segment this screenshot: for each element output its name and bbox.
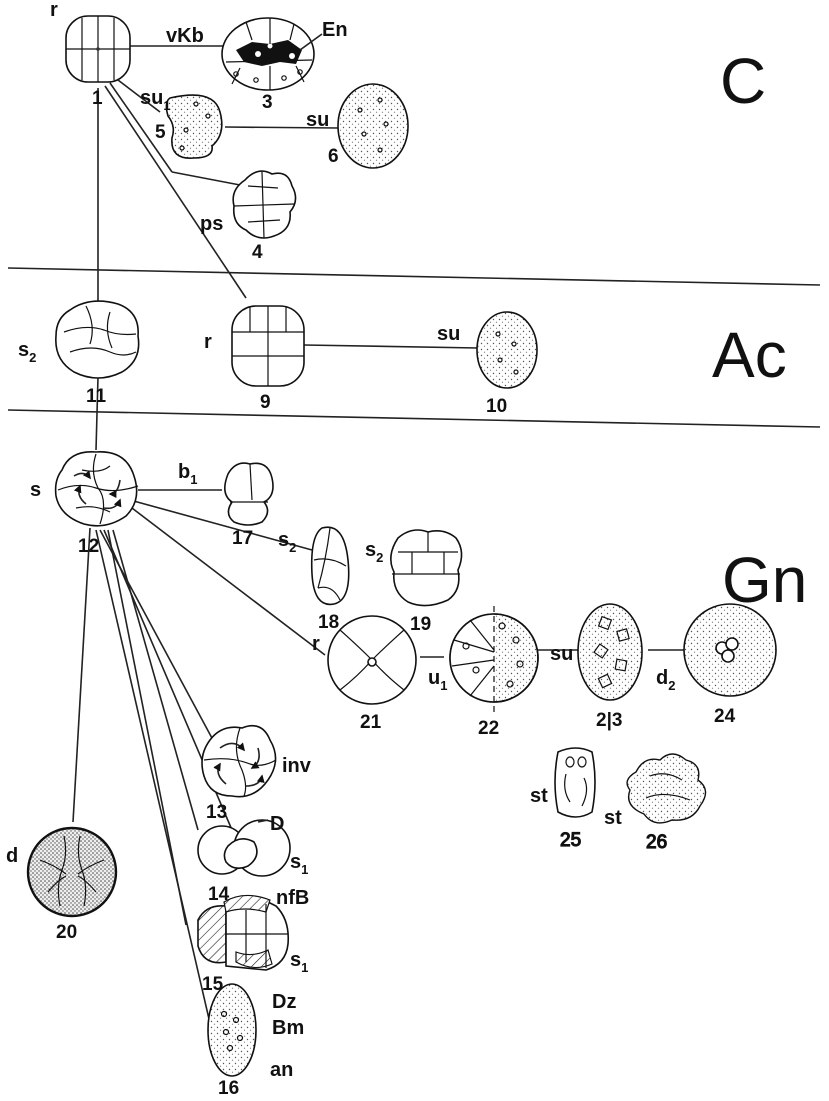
label-s1-15: s1 [290, 949, 308, 975]
label-en: En [322, 19, 348, 41]
figure-number-23: 2|3 [596, 710, 622, 731]
figure-number-13: 13 [206, 802, 227, 823]
figure-11-spiral-embryo [56, 301, 139, 378]
label-st-25: st [530, 785, 548, 807]
figure-15-hatched-embryo [198, 895, 288, 970]
figure-19-layered-embryo [391, 530, 462, 606]
figure-number-22: 22 [478, 718, 499, 739]
label-su-6: su [306, 109, 329, 131]
figure-number-16: 16 [218, 1078, 239, 1099]
figure-number-20: 20 [56, 922, 77, 943]
figure-number-9: 9 [260, 392, 271, 413]
label-bm: Bm [272, 1017, 304, 1039]
label-su-23: su [550, 643, 573, 665]
figure-5-bean-shaped-embryo [166, 95, 221, 158]
figure-17-bilateral-embryo [225, 463, 273, 525]
figure-26-irregular-embryo [627, 754, 705, 823]
figure-21-four-cell-embryo [328, 616, 416, 704]
figure-23-oval-embryo-with-cells [578, 604, 642, 700]
figure-22-half-sectioned-embryo [450, 606, 538, 712]
label-st-26: st [604, 807, 622, 829]
label-vkb: vKb [166, 25, 204, 47]
figure-number-3: 3 [262, 92, 273, 113]
label-an: an [270, 1059, 293, 1081]
figure-20-dark-circle-embryo [28, 828, 116, 916]
figure-number-6: 6 [328, 146, 339, 167]
section-label-c: C [720, 45, 766, 117]
divider-ac-gn [8, 410, 820, 427]
label-d-20: d [6, 845, 18, 867]
divider-c-ac [8, 268, 820, 285]
figure-3-sectioned-embryo [222, 18, 322, 90]
figure-9-radial-embryo [232, 306, 304, 386]
label-d2: d2 [656, 667, 675, 693]
figure-4-pseudosymmetric-embryo [233, 171, 295, 238]
figure-number-18: 18 [318, 612, 339, 633]
figure-numbers: 1 3 5 6 4 11 9 10 12 17 18 19 21 22 2|3 … [56, 88, 736, 1099]
figure-number-24: 24 [714, 706, 736, 727]
figure-number-25: 25 [560, 830, 581, 851]
label-u1: u1 [428, 667, 447, 693]
label-r-1: r [50, 0, 58, 21]
figure-25-stereoblastula-embryo [555, 748, 595, 817]
figure-16-oval-embryo [208, 984, 256, 1076]
label-s-12: s [30, 479, 41, 501]
figure-number-26: 26 [646, 832, 667, 853]
figure-6-oval-embryo [338, 84, 408, 168]
figure-12-spiral-cleavage-embryo [56, 452, 138, 526]
figure-number-11: 11 [86, 386, 107, 407]
figure-18-elongated-embryo [312, 527, 349, 604]
figure-10-oval-embryo [477, 312, 537, 388]
label-r-21: r [312, 633, 320, 655]
label-s2-18: s2 [278, 529, 296, 555]
section-label-ac: Ac [712, 319, 787, 391]
label-inv: inv [282, 755, 312, 777]
figure-number-19: 19 [410, 614, 431, 635]
figure-number-5: 5 [155, 122, 166, 143]
label-d: D [270, 813, 284, 835]
figure-number-15: 15 [202, 974, 224, 995]
lineage-lines [73, 46, 684, 1032]
label-s2-11: s2 [18, 339, 36, 365]
label-r-9: r [204, 331, 212, 353]
figure-number-1: 1 [92, 88, 103, 109]
label-b1: b1 [178, 461, 197, 487]
label-ps: ps [200, 213, 223, 235]
figure-13-inverted-embryo [202, 726, 276, 797]
label-dz: Dz [272, 991, 296, 1013]
figure-number-21: 21 [360, 712, 382, 733]
label-s2-19: s2 [365, 539, 383, 565]
label-nfb: nfB [276, 887, 309, 909]
figure-number-10: 10 [486, 396, 507, 417]
figure-number-14: 14 [208, 884, 230, 905]
figure-number-12: 12 [78, 536, 99, 557]
figure-number-17: 17 [232, 528, 253, 549]
figure-1-cleavage-embryo [66, 16, 130, 82]
label-s1-14: s1 [290, 851, 308, 877]
figure-24-circle-embryo [684, 604, 776, 696]
label-su-10: su [437, 323, 460, 345]
figure-number-4: 4 [252, 242, 263, 263]
